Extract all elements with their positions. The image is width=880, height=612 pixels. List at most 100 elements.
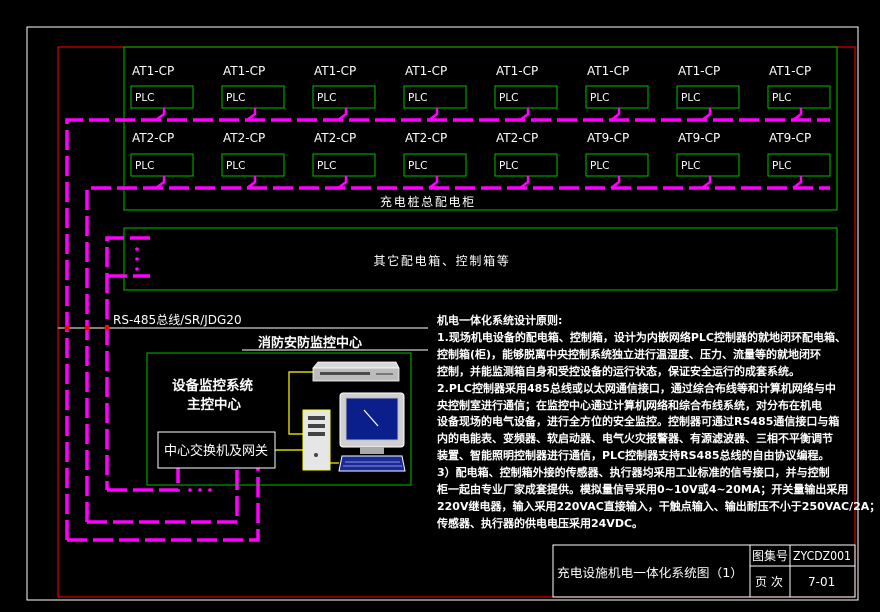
plc-label: PLC <box>226 160 246 172</box>
bus-tap-line <box>155 176 166 189</box>
plc-box <box>676 85 740 109</box>
plc-box <box>312 153 376 177</box>
control-room-title: 消防安防监控中心 <box>258 335 362 351</box>
plc-label: PLC <box>135 160 155 172</box>
charging-unit-name: AT2-CP <box>496 131 538 145</box>
bus-tap-line <box>246 108 257 121</box>
charging-unit: AT1-CP PLC <box>221 64 285 121</box>
charging-cabinet-label: 充电桩总配电柜 <box>380 194 476 209</box>
bus-tap-line <box>792 108 803 121</box>
charging-units: AT1-CP PLC AT1-CP PLC AT1-CP PLC AT1-CP PLC AT1-… <box>130 64 831 189</box>
design-note-line: 内的电能表、变频器、软启动器、电气火灾报警器、有源滤波器、三相不平衡调节 <box>437 432 833 446</box>
bus-tap-line <box>337 108 348 121</box>
plc-label: PLC <box>226 92 246 104</box>
atlas-number-label: 图集号 <box>752 548 788 563</box>
charging-unit-name: AT1-CP <box>678 64 720 78</box>
bus-return-row2 <box>87 468 239 524</box>
bus-tap-line <box>155 108 166 121</box>
charging-unit-name: AT1-CP <box>314 64 356 78</box>
design-note-line: 控制箱(柜)，能够脱离中央控制系统独立进行温湿度、压力、流量等的就地闭环 <box>437 347 822 361</box>
design-note-line: 2.PLC控制器采用485总线或以太网通信接口，通过综合布线等和计算机网络与中 <box>437 381 836 395</box>
plc-label: PLC <box>408 160 428 172</box>
rs485-bus-label: RS-485总线/SR/JDG20 <box>113 313 242 327</box>
plc-label: PLC <box>590 160 610 172</box>
plc-box <box>585 153 649 177</box>
charging-unit-name: AT2-CP <box>223 131 265 145</box>
charging-unit-name: AT2-CP <box>405 131 447 145</box>
bus-return-row1 <box>67 468 260 542</box>
design-note-line: 传感器、执行器的供电电压采用24VDC。 <box>437 516 644 530</box>
other-cabinets: 其它配电箱、控制箱等 <box>123 227 838 291</box>
charging-unit-name: AT9-CP <box>587 131 629 145</box>
charging-unit-name: AT1-CP <box>132 64 174 78</box>
charging-cabinet: AT1-CP PLC AT1-CP PLC AT1-CP PLC AT1-CP PLC AT1-… <box>123 46 838 211</box>
charging-unit: AT9-CP PLC <box>585 131 649 189</box>
charging-unit-name: AT9-CP <box>678 131 720 145</box>
charging-unit: AT2-CP PLC <box>130 131 194 189</box>
page-label: 页 次 <box>755 575 783 589</box>
bus-junction <box>64 325 70 331</box>
plc-label: PLC <box>317 160 337 172</box>
bus-line-other-cabinets <box>105 236 150 490</box>
charging-unit-name: AT1-CP <box>405 64 447 78</box>
bus-tap-line <box>701 108 712 121</box>
design-note-line: 3）配电箱、控制箱外接的传感器、执行器均采用工业标准的信号接口，并与控制 <box>437 466 830 480</box>
design-note-line: 柜一起由专业厂家成套提供。模拟量信号采用0~10V或4~20MA；开关量输出采用 <box>437 483 849 497</box>
plc-label: PLC <box>681 92 701 104</box>
design-notes-title: 机电一体化系统设计原则: <box>437 314 563 327</box>
bus-tap-line <box>519 108 530 121</box>
charging-unit-name: AT9-CP <box>769 131 811 145</box>
drawing-title: 充电设施机电一体化系统图（1） <box>557 565 743 580</box>
plc-box <box>494 153 558 177</box>
plc-box <box>312 85 376 109</box>
bus-tap-line <box>610 176 621 189</box>
monitoring-center: 设备监控系统 主控中心 中心交换机及网关 <box>146 352 412 486</box>
charging-unit: AT1-CP PLC <box>676 64 740 121</box>
charging-unit-name: AT1-CP <box>223 64 265 78</box>
plc-box <box>585 85 649 109</box>
plc-box <box>221 153 285 177</box>
bus-junction <box>84 325 90 331</box>
bus-tap-line <box>792 176 803 189</box>
continuation-dot <box>135 267 139 271</box>
page-number: 7-01 <box>808 575 835 589</box>
design-note-line: 装置、智能照明控制器进行通信，PLC控制器支持RS485总线的自由协议编程。 <box>437 449 830 463</box>
monitoring-center-outline <box>146 352 412 486</box>
plc-box <box>676 153 740 177</box>
continuation-dot <box>198 488 202 492</box>
design-note-line: 220V继电器，输入采用220VAC直接输入，干触点输入、输出耐压不小于250V… <box>437 499 880 513</box>
charging-unit: AT2-CP PLC <box>221 131 285 189</box>
keyboard-icon <box>338 455 406 472</box>
other-cabinets-outline <box>123 227 838 291</box>
bus-tap-line <box>428 108 439 121</box>
charging-unit-name: AT1-CP <box>587 64 629 78</box>
charging-unit-name: AT2-CP <box>132 131 174 145</box>
title-block: 充电设施机电一体化系统图（1） 图集号 ZYCDZ001 页 次 7-01 <box>552 544 856 598</box>
title-block-outline <box>552 544 856 598</box>
printer-cable <box>288 371 313 435</box>
bus-tap-line <box>246 176 257 189</box>
plc-box <box>403 85 467 109</box>
other-cabinets-label: 其它配电箱、控制箱等 <box>373 253 510 268</box>
design-note-line: 设备现场的电气设备，进行全方位的安全监控。控制器可通过RS485通信接口与箱 <box>437 415 840 429</box>
system-label-line2: 主控中心 <box>187 396 241 413</box>
system-label-line1: 设备监控系统 <box>172 377 253 394</box>
bus-line-row1 <box>65 118 830 540</box>
bus-tap-line <box>610 108 621 121</box>
design-note-line: 控制，并能监测箱自身和受控设备的运行状态，保证安全运行的成套系统。 <box>437 364 800 378</box>
bus-junction <box>104 325 110 331</box>
plc-box <box>221 85 285 109</box>
plc-box <box>403 153 467 177</box>
charging-unit-name: AT1-CP <box>496 64 538 78</box>
bus-return-other <box>107 468 180 492</box>
plc-box <box>130 85 194 109</box>
